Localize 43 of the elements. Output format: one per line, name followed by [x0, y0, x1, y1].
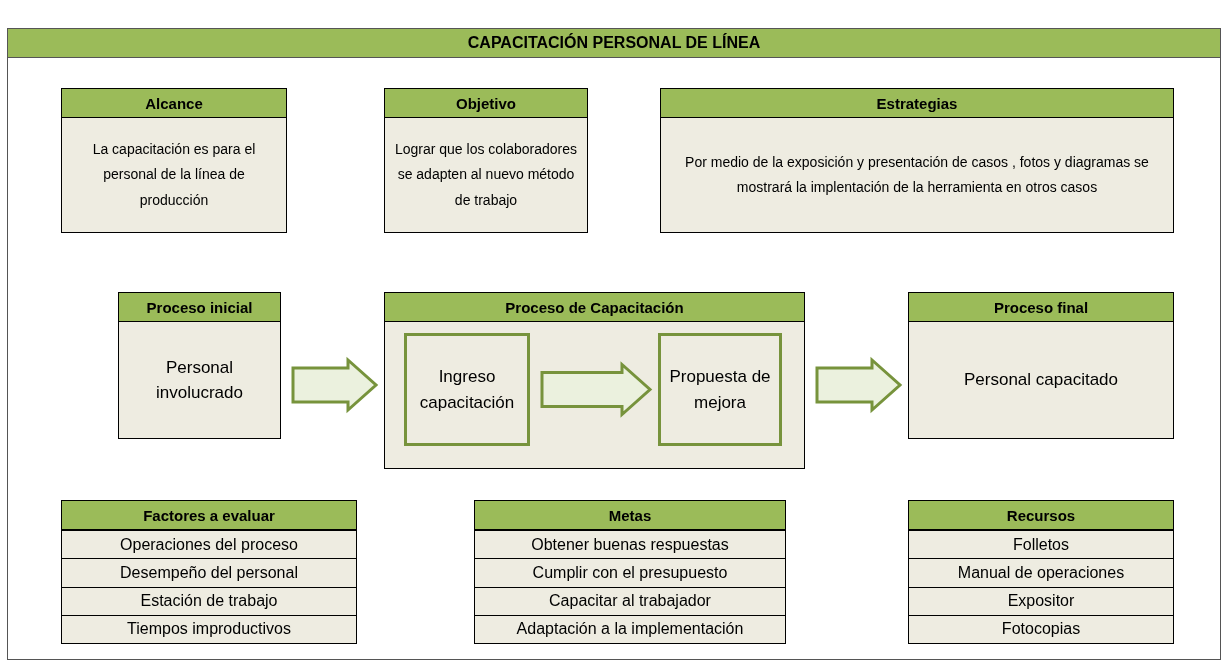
table-cell: Estación de trabajo — [62, 586, 356, 615]
block-arrow — [540, 361, 653, 418]
table-cell: Folletos — [909, 530, 1173, 559]
header-cell: Recursos — [909, 501, 1173, 530]
card-header: Alcance — [62, 89, 286, 118]
table-cell: Obtener buenas respuestas — [475, 530, 785, 559]
info-card — [384, 292, 805, 469]
table-cell: Expositor — [909, 586, 1173, 615]
card-header: Objetivo — [385, 89, 587, 118]
table-cell: Adaptación a la implementación — [475, 614, 785, 643]
info-card — [660, 88, 1174, 233]
header-cell: Metas — [475, 501, 785, 530]
list-table — [474, 500, 786, 644]
table-cell: Capacitar al trabajador — [475, 586, 785, 615]
info-card — [61, 88, 287, 233]
card-text: Personal capacitado — [963, 369, 1118, 392]
info-card — [118, 292, 281, 439]
card-text: Por medio de la exposición y presentación de casos , fotos y diagramas se mostrará la implentación de la herramienta en otros casos — [684, 152, 1150, 197]
card-header: Proceso inicial — [119, 293, 280, 322]
table-cell: Manual de operaciones — [909, 558, 1173, 587]
table-cell: Tiempos improductivos — [62, 614, 356, 643]
card-header: Proceso de Capacitación — [385, 293, 804, 322]
process-label: Propuesta de mejora — [668, 366, 772, 414]
table-cell: Operaciones del proceso — [62, 530, 356, 559]
info-card — [384, 88, 588, 233]
table-cell: Fotocopias — [909, 614, 1173, 643]
card-header: Proceso final — [909, 293, 1173, 322]
card-header: Estrategias — [661, 89, 1173, 118]
card-text: Personal involucrado — [155, 356, 244, 404]
process-box — [404, 333, 530, 446]
header-cell: Factores a evaluar — [62, 501, 356, 530]
info-card — [908, 292, 1174, 439]
list-table — [908, 500, 1174, 644]
table-cell: Cumplir con el presupuesto — [475, 558, 785, 587]
block-arrow — [815, 356, 903, 414]
table-cell: Desempeño del personal — [62, 558, 356, 587]
process-label: Ingreso capacitación — [418, 366, 516, 414]
title-banner: CAPACITACIÓN PERSONAL DE LÍNEA — [7, 28, 1221, 58]
card-text: La capacitación es para el personal de la línea de producción — [91, 140, 257, 210]
process-box — [658, 333, 782, 446]
block-arrow — [291, 356, 379, 414]
card-text: Lograr que los colaboradores se adapten al nuevo método de trabajo — [393, 140, 579, 210]
list-table — [61, 500, 357, 644]
